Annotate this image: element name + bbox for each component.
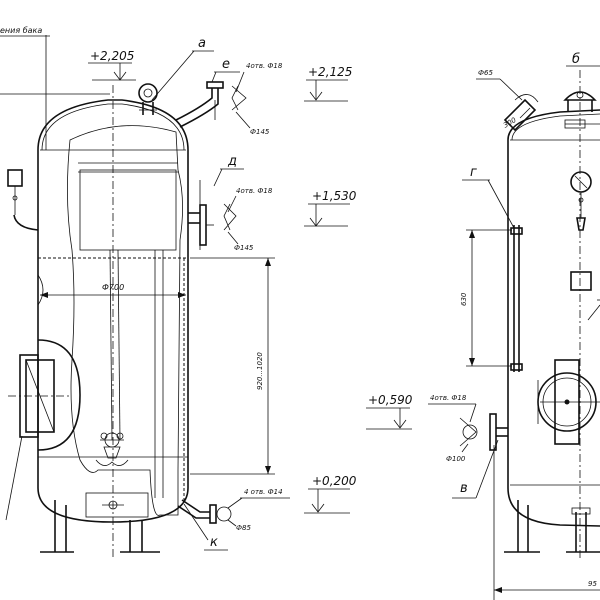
holes-d-note: 4отв. Ф18 xyxy=(236,187,273,195)
label-b: б xyxy=(572,52,580,67)
dia-65-note: Ф65 xyxy=(478,69,493,77)
dim-630-label: 630 xyxy=(460,292,468,306)
left-nozzle-a xyxy=(138,83,158,115)
right-vessel-shell xyxy=(507,109,600,527)
right-manhole xyxy=(537,359,600,445)
svg-text:+1,530: +1,530 xyxy=(312,189,357,203)
label-g: г xyxy=(470,165,477,180)
right-nozzle-b xyxy=(563,91,597,112)
right-view: Ф65 300 б xyxy=(366,52,600,600)
left-nozzle-e xyxy=(175,81,224,128)
dia-e-note: Ф145 xyxy=(250,128,270,136)
label-d: д xyxy=(227,154,237,169)
left-view: Ф700 920...1020 ения бака +2,205 а е 4от… xyxy=(0,26,357,560)
height-range-label: 920...1020 xyxy=(256,352,264,390)
left-internal-box xyxy=(79,169,177,251)
diameter-700-label: Ф700 xyxy=(102,283,124,292)
svg-text:+0,590: +0,590 xyxy=(368,393,413,407)
svg-text:+2,125: +2,125 xyxy=(308,65,352,79)
label-v: в xyxy=(460,481,468,496)
left-vessel-shell xyxy=(37,99,189,523)
right-nozzle-65 xyxy=(503,94,539,132)
label-a: а xyxy=(198,36,206,51)
dia-d-note: Ф145 xyxy=(234,244,254,252)
left-nozzle-k xyxy=(177,499,232,524)
label-k: к xyxy=(210,535,218,550)
holes-k-note: 4 отв. Ф14 xyxy=(244,488,283,496)
top-left-cut-note: ения бака xyxy=(0,26,42,35)
left-manhole xyxy=(8,339,81,451)
left-vessel-inner xyxy=(41,103,185,151)
left-gauge xyxy=(7,169,39,231)
holes-e-note: 4отв. Ф18 xyxy=(246,62,283,70)
elevation-0590: +0,590 xyxy=(366,393,413,430)
right-support-legs xyxy=(504,500,600,553)
right-nozzle-v xyxy=(459,413,508,451)
elevation-0200: +0,200 xyxy=(304,474,357,514)
left-internal-valve xyxy=(95,432,129,466)
elevation-2205: +2,205 xyxy=(88,49,136,81)
label-e: е xyxy=(222,57,230,72)
left-nozzle-d xyxy=(188,204,214,246)
right-pressure-gauge xyxy=(570,171,592,231)
holes-v-note: 4отв. Ф18 xyxy=(430,394,467,402)
svg-text:+0,200: +0,200 xyxy=(312,474,357,488)
left-cutaway xyxy=(67,125,183,516)
dia-k-note: Ф85 xyxy=(236,524,251,532)
dia-v-note: Ф100 xyxy=(446,455,466,463)
left-support-legs xyxy=(40,500,160,553)
elevation-1530: +1,530 xyxy=(304,189,357,227)
right-level-pipe xyxy=(510,225,523,372)
dim-300-note: 300 xyxy=(502,116,518,130)
bottom-dim-note: 95 xyxy=(588,580,597,588)
elevation-2125: +2,125 xyxy=(304,65,352,102)
svg-text:+2,205: +2,205 xyxy=(90,49,134,63)
